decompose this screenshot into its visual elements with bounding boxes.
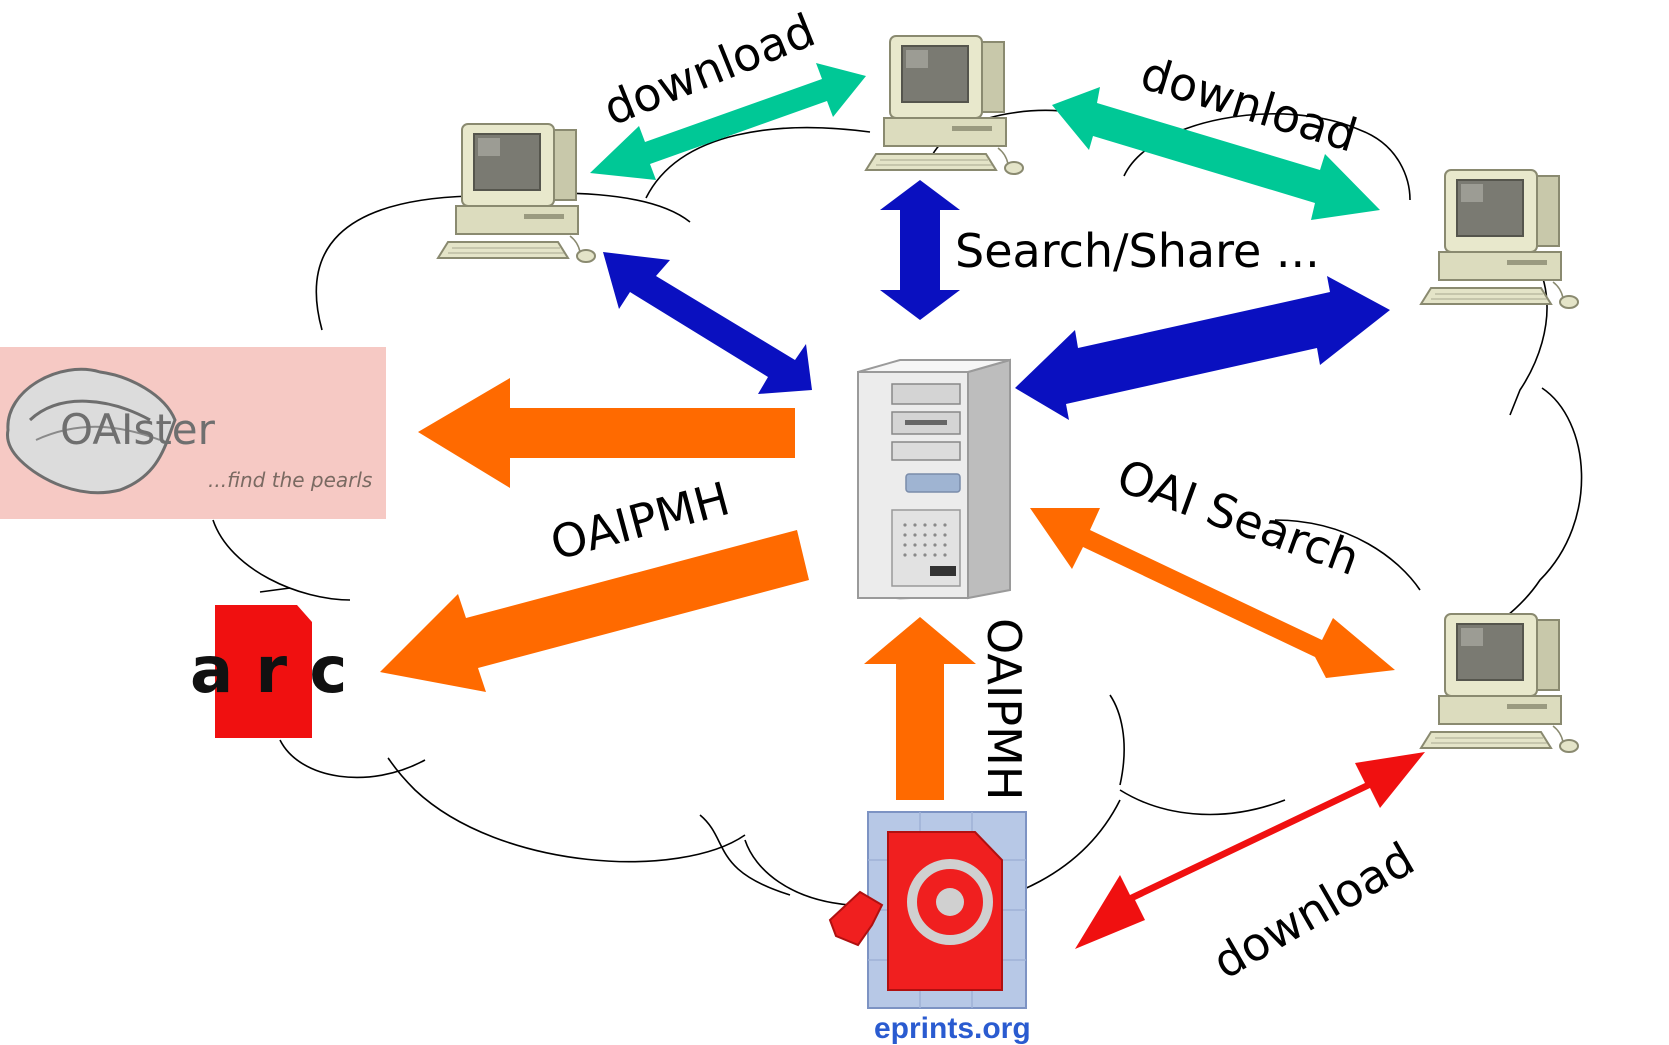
oaister-title: OAIster (60, 405, 216, 454)
oai-search-arrow (1030, 508, 1395, 678)
server-tower-icon (857, 358, 1011, 600)
download-arrow-top-left (590, 63, 866, 180)
download-label-bottom-right: download (1204, 832, 1424, 990)
download-label-top-left: download (596, 3, 822, 136)
arc-logo: a r c (190, 605, 347, 738)
desktop-computer-icon (865, 35, 1024, 175)
oyster-icon (6, 367, 177, 495)
oaipmh-arrow-to-oaister (418, 378, 795, 488)
desktop-computer-icon (437, 123, 596, 263)
arc-logo-text: a r c (190, 634, 347, 708)
desktop-computer-icon (1420, 613, 1579, 753)
oaipmh-arrow-to-arc (380, 530, 809, 692)
search-share-arrow-top-pc (880, 180, 960, 320)
eprints-logo: eprints.org (828, 811, 1031, 1045)
search-share-label: Search/Share ... (955, 224, 1320, 278)
oaipmh-label-bottom: OAIPMH (977, 618, 1031, 800)
search-share-arrow-left-pc (603, 252, 812, 394)
oaister-tagline: ...find the pearls (208, 468, 372, 492)
eprints-logo-text: eprints.org (874, 1012, 1031, 1045)
search-share-arrow-right-pc (1015, 276, 1390, 420)
oaister-logo: OAIster ...find the pearls (0, 347, 386, 519)
oaipmh-arrow-from-eprints (864, 617, 976, 800)
download-arrow-top-right (1052, 87, 1380, 220)
desktop-computer-icon (1420, 169, 1579, 309)
download-arrow-bottom-right (1075, 752, 1425, 949)
